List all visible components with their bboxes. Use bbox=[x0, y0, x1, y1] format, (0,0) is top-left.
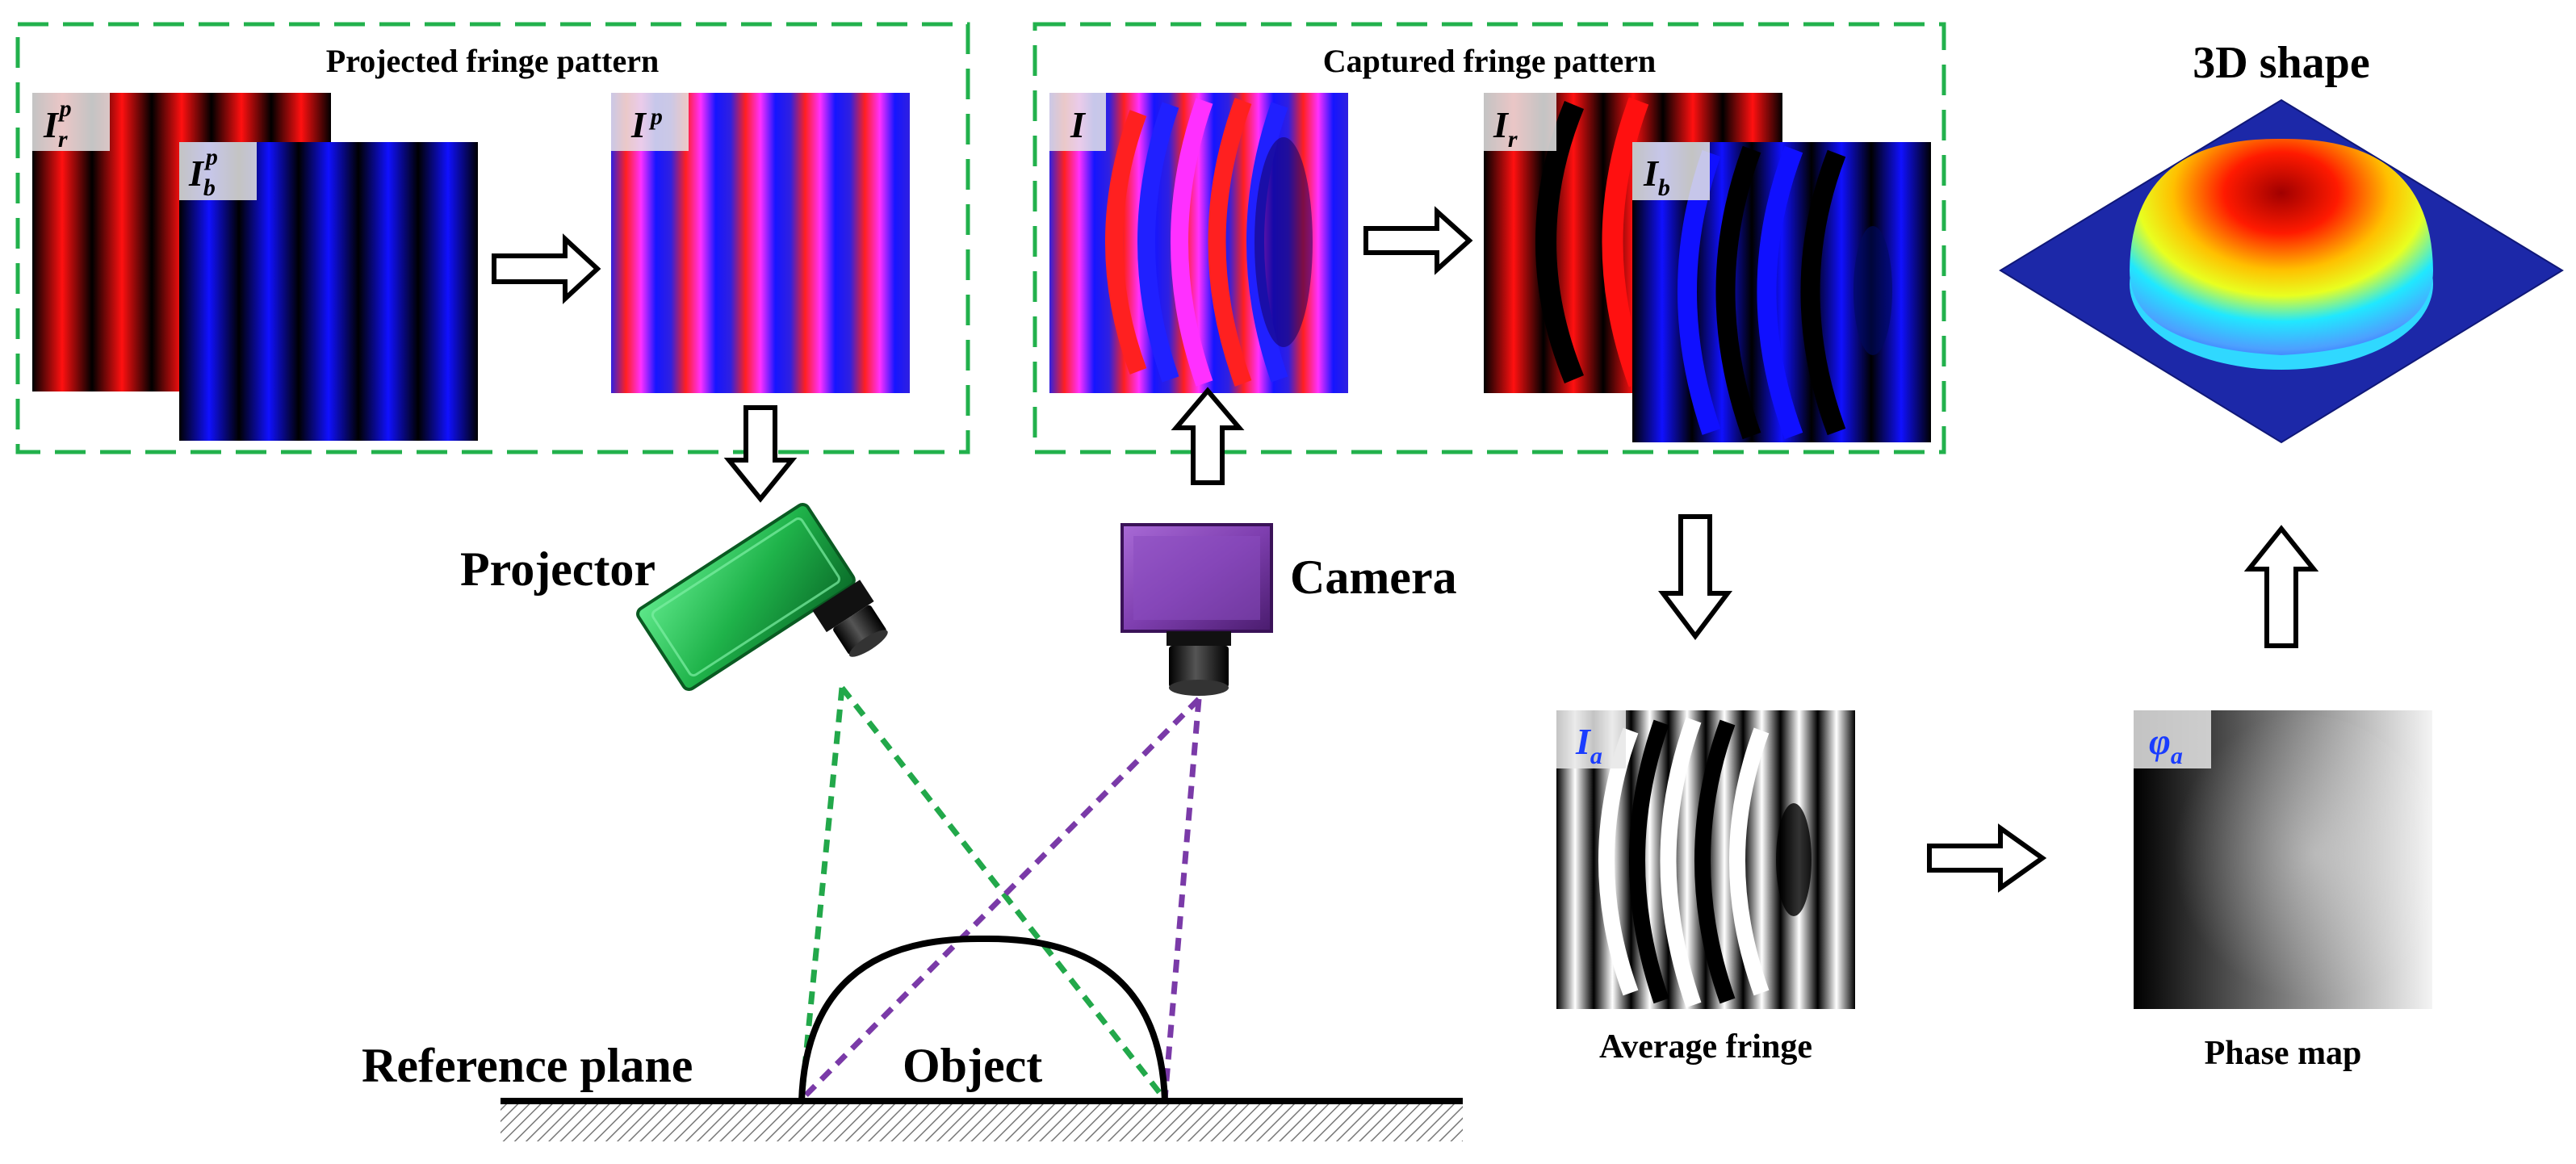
arrow-down-icon bbox=[723, 405, 798, 503]
projector-icon bbox=[636, 503, 888, 692]
camera-icon bbox=[1120, 523, 1273, 696]
red-projected-tag: Irp bbox=[32, 93, 110, 153]
svg-text:Ir: Ir bbox=[1493, 104, 1518, 153]
captured-red-tag: Ir bbox=[1484, 93, 1556, 153]
shape-3d-plot bbox=[1999, 98, 2564, 444]
average-fringe-tag: Ia bbox=[1556, 710, 1626, 769]
phase-map-tag: φa bbox=[2134, 710, 2211, 769]
svg-text:Ia: Ia bbox=[1575, 721, 1602, 769]
svg-text:Ibp: Ibp bbox=[188, 144, 218, 201]
captured-group-title: Captured fringe pattern bbox=[1323, 43, 1657, 79]
shape-3d-title: 3D shape bbox=[2193, 38, 2369, 88]
captured-fringe bbox=[1049, 93, 1348, 393]
captured-blue-tag: Ib bbox=[1632, 142, 1710, 201]
reference-plane-label: Reference plane bbox=[362, 1039, 693, 1092]
arrow-down-icon bbox=[1657, 514, 1733, 640]
svg-text:Ib: Ib bbox=[1643, 153, 1670, 201]
arrow-up-icon bbox=[2243, 525, 2319, 648]
svg-text:I: I bbox=[1070, 104, 1087, 145]
camera-rays bbox=[799, 697, 1202, 1102]
arrow-right-icon bbox=[1363, 206, 1473, 275]
projector-rays bbox=[798, 685, 1167, 1102]
projected-group-title: Projected fringe pattern bbox=[326, 43, 659, 79]
projected-group-border bbox=[15, 22, 970, 454]
svg-text:φa: φa bbox=[2149, 721, 2183, 769]
blue-projected-tag: Ibp bbox=[179, 142, 257, 201]
arrow-right-icon bbox=[1927, 823, 2047, 893]
object-dome-outline bbox=[798, 935, 1168, 1102]
ground-hatching bbox=[501, 1103, 1463, 1141]
svg-text:Ip: Ip bbox=[630, 103, 663, 145]
captured-tag: I bbox=[1049, 93, 1106, 151]
arrow-right-icon bbox=[492, 233, 601, 304]
projector-label: Projector bbox=[460, 542, 656, 596]
average-fringe-label: Average fringe bbox=[1599, 1028, 1812, 1066]
svg-text:Irp: Irp bbox=[43, 95, 72, 153]
phase-map-label: Phase map bbox=[2205, 1035, 2362, 1072]
camera-label: Camera bbox=[1290, 551, 1457, 604]
captured-group-border bbox=[1032, 22, 1946, 454]
arrow-up-icon bbox=[1171, 387, 1245, 485]
object-label: Object bbox=[903, 1039, 1042, 1092]
phase-map-image bbox=[2134, 710, 2432, 1009]
